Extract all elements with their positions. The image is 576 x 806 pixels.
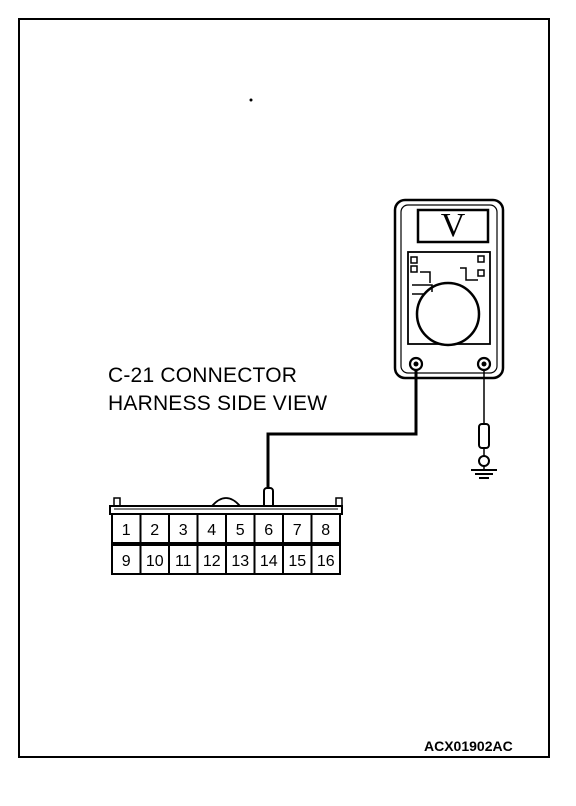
pin-cell-13 [225,544,256,575]
pin-label-2: 2 [150,522,159,539]
pin-label-15: 15 [288,553,306,570]
selector-dial-icon [415,281,481,347]
pin-label-7: 7 [293,522,302,539]
pin-label-1: 1 [122,522,131,539]
panel-indicator-left-bottom [410,265,418,273]
connector-label-line1: C-21 CONNECTOR [108,364,298,387]
meter-unit-display: V [440,207,466,244]
pin-label-5: 5 [236,522,245,539]
ground-probe-icon [478,423,490,449]
dial-scale-marks [412,267,478,295]
multimeter-display [416,208,490,244]
pin-label-3: 3 [179,522,188,539]
multimeter-inner-border [400,204,498,374]
pin-label-13: 13 [231,553,249,570]
speck [249,98,253,102]
pin-cell-1 [111,513,142,544]
pin-cell-15 [282,544,313,575]
pin-cell-11 [168,544,199,575]
pin-label-9: 9 [122,553,131,570]
positive-test-lead [266,370,418,492]
panel-indicator-right-bottom [477,269,485,277]
pin-cell-16 [310,544,341,575]
pin-label-8: 8 [321,522,330,539]
connector-label-line2: HARNESS SIDE VIEW [108,392,328,415]
panel-indicator-right-top [477,255,485,263]
pin-label-16: 16 [317,553,335,570]
pin-cell-9 [111,544,142,575]
pin-label-6: 6 [264,522,273,539]
pin-cell-8 [310,513,341,544]
pin-cell-14 [253,544,284,575]
pin-label-11: 11 [175,553,192,570]
connector-latch [211,497,241,507]
ground-symbol-icon [471,469,497,479]
multimeter [393,198,505,380]
pin-cell-5 [225,513,256,544]
panel-indicator-left-top [410,256,418,264]
pin-label-4: 4 [207,522,216,539]
pin-label-10: 10 [146,553,164,570]
figure-frame [18,18,550,758]
pin-label-14: 14 [260,553,278,570]
pin-cell-4 [196,513,227,544]
pin-label-12: 12 [203,553,221,570]
ground-clip-icon [478,455,490,467]
connector-top-rail [109,505,343,515]
figure-code: ACX01902AC [424,738,513,754]
